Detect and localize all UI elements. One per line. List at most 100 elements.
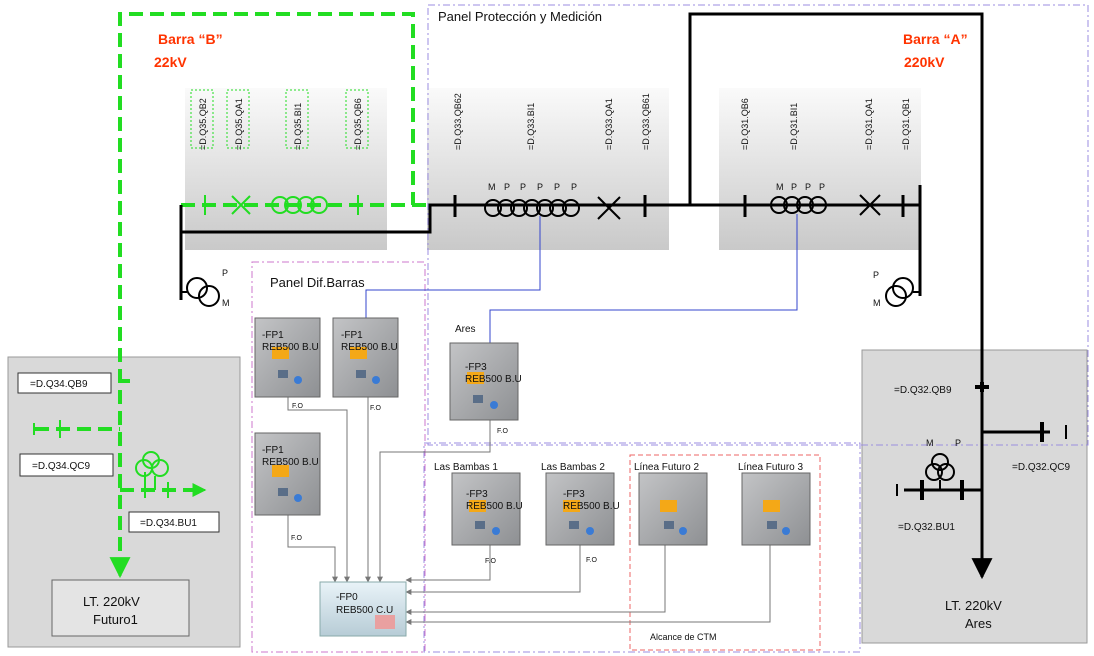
relay-linea-futuro-3 — [741, 472, 811, 546]
bay-label--d-q35-qb6: =D.Q35.QB6 — [353, 98, 363, 150]
bay-label--d-q35-qb2: =D.Q35.QB2 — [198, 98, 208, 150]
q34-qc9-label: =D.Q34.QC9 — [32, 461, 91, 472]
ct-letter-q33: M — [488, 182, 496, 192]
fp1-b-name: -FP1 — [341, 330, 363, 341]
lt-ares-line2: Ares — [965, 616, 992, 631]
fp0-model: REB500 C.U — [336, 605, 393, 616]
fp3-lb1-name: -FP3 — [466, 489, 488, 500]
panel-lower-outline — [423, 442, 861, 653]
fp1-a-name: -FP1 — [262, 330, 284, 341]
bus-a-voltage: 220kV — [904, 54, 945, 70]
fp3-ares-name: -FP3 — [465, 362, 487, 373]
fp3-lb1-model: REB500 B.U — [466, 501, 523, 512]
q34-bu1-label: =D.Q34.BU1 — [140, 518, 197, 529]
ct-wires — [365, 214, 798, 343]
bay-label--d-q35-bi1: =D.Q35.BI1 — [293, 103, 303, 150]
ct-letter-q31: P — [791, 182, 797, 192]
alcance-ctm-outline — [629, 454, 821, 651]
relay-fp3-lb1 — [451, 472, 521, 546]
fp3-lb2-model: REB500 B.U — [563, 501, 620, 512]
ares-label: Ares — [455, 324, 476, 335]
linea-futuro-3-label: Línea Futuro 3 — [738, 462, 803, 473]
bay-label--d-q33-qa1: =D.Q33.QA1 — [604, 98, 614, 150]
panel-dif-barras-outline — [251, 261, 426, 653]
ct-letter-pt-left: M — [222, 298, 230, 308]
lt-futuro1-box — [51, 579, 190, 637]
panel-q32 — [861, 349, 1088, 644]
fp1-a-model: REB500 B.U — [262, 342, 319, 353]
bay-q31-box — [719, 88, 921, 250]
fo-label: F.O — [497, 428, 508, 435]
ct-letter-pt-left: P — [222, 268, 228, 278]
q34-qb9-box — [17, 372, 112, 394]
bay-label--d-q35-qa1: =D.Q35.QA1 — [234, 98, 244, 150]
panel-proteccion-title: Panel Protección y Medición — [438, 9, 602, 24]
las-bambas-1-label: Las Bambas 1 — [434, 462, 498, 473]
fp0-name: -FP0 — [336, 592, 358, 603]
bay-q35-box — [185, 88, 387, 250]
ct-letter-pt-q32: P — [955, 438, 961, 448]
relay-fp3-lb2 — [545, 472, 615, 546]
bay-label--d-q31-bi1: =D.Q31.BI1 — [789, 103, 799, 150]
panel-dif-barras-title: Panel Dif.Barras — [270, 275, 365, 290]
bay-label--d-q31-qb1: =D.Q31.QB1 — [901, 98, 911, 150]
lt-futuro1-line2: Futuro1 — [93, 612, 138, 627]
ct-letter-q33: P — [571, 182, 577, 192]
ct-letter-q33: P — [537, 182, 543, 192]
bay-label--d-q31-qa1: =D.Q31.QA1 — [864, 98, 874, 150]
q34-bu1-box — [128, 511, 220, 533]
alcance-ctm-label: Alcance de CTM — [650, 632, 717, 642]
bay-q33-box — [427, 88, 669, 250]
ct-letter-pt-right: P — [873, 270, 879, 280]
bay-label--d-q33-bi1: =D.Q33.BI1 — [526, 103, 536, 150]
fo-label: F.O — [370, 405, 381, 412]
q34-qc9-box — [19, 453, 114, 477]
fo-label: F.O — [292, 403, 303, 410]
lt-futuro1-line1: LT. 220kV — [83, 594, 140, 609]
relay-fp1-a — [254, 317, 321, 398]
bus-b-title: Barra “B” — [158, 31, 223, 47]
q34-qb9-label: =D.Q34.QB9 — [30, 379, 88, 390]
ct-letter-q31: M — [776, 182, 784, 192]
relay-linea-futuro-2 — [638, 472, 708, 546]
ct-letter-q33: P — [520, 182, 526, 192]
fp3-lb2-name: -FP3 — [563, 489, 585, 500]
fo-label: F.O — [586, 557, 597, 564]
bay-labels: =D.Q35.QB2 =D.Q35.QA1 =D.Q35.BI1 =D.Q35.QB6… — [198, 93, 911, 150]
bay-label--d-q33-qb61: =D.Q33.QB61 — [641, 93, 651, 150]
bus-b-voltage: 22kV — [154, 54, 187, 70]
fp1-b-model: REB500 B.U — [341, 342, 398, 353]
fp1-c-name: -FP1 — [262, 445, 284, 456]
relay-fp3-ares — [449, 342, 519, 421]
ct-letter-pt-right: M — [873, 298, 881, 308]
q35-symbols — [33, 195, 359, 498]
fp3-ares-model: REB500 B.U — [465, 374, 522, 385]
bus-b-green — [35, 12, 430, 572]
ct-letter-q31: P — [819, 182, 825, 192]
q32-qb9-label: =D.Q32.QB9 — [894, 385, 952, 396]
las-bambas-2-label: Las Bambas 2 — [541, 462, 605, 473]
panel-proteccion-outline — [427, 4, 1089, 446]
q33-q31-symbols — [181, 194, 1067, 500]
relay-fp1-c — [254, 432, 321, 516]
fo-label: F.O — [291, 535, 302, 542]
bus-a-title: Barra “A” — [903, 31, 968, 47]
ct-letter-pt-q32: M — [926, 438, 934, 448]
linea-futuro-2-label: Línea Futuro 2 — [634, 462, 699, 473]
fo-label: F.O — [485, 558, 496, 565]
ct-letter-q33: P — [504, 182, 510, 192]
relay-fp0-central — [319, 581, 407, 637]
ct-letter-q31: P — [805, 182, 811, 192]
relay-fp1-b — [332, 317, 399, 398]
bus-a-black — [179, 12, 1050, 562]
ct-letter-q33: P — [554, 182, 560, 192]
fiber-links — [287, 397, 771, 625]
q32-qc9-label: =D.Q32.QC9 — [1012, 462, 1071, 473]
q32-bu1-label: =D.Q32.BU1 — [898, 522, 955, 533]
fp1-c-model: REB500 B.U — [262, 457, 319, 468]
bay-label--d-q31-qb6: =D.Q31.QB6 — [740, 98, 750, 150]
bay-label--d-q33-qb62: =D.Q33.QB62 — [453, 93, 463, 150]
lt-ares-line1: LT. 220kV — [945, 598, 1002, 613]
